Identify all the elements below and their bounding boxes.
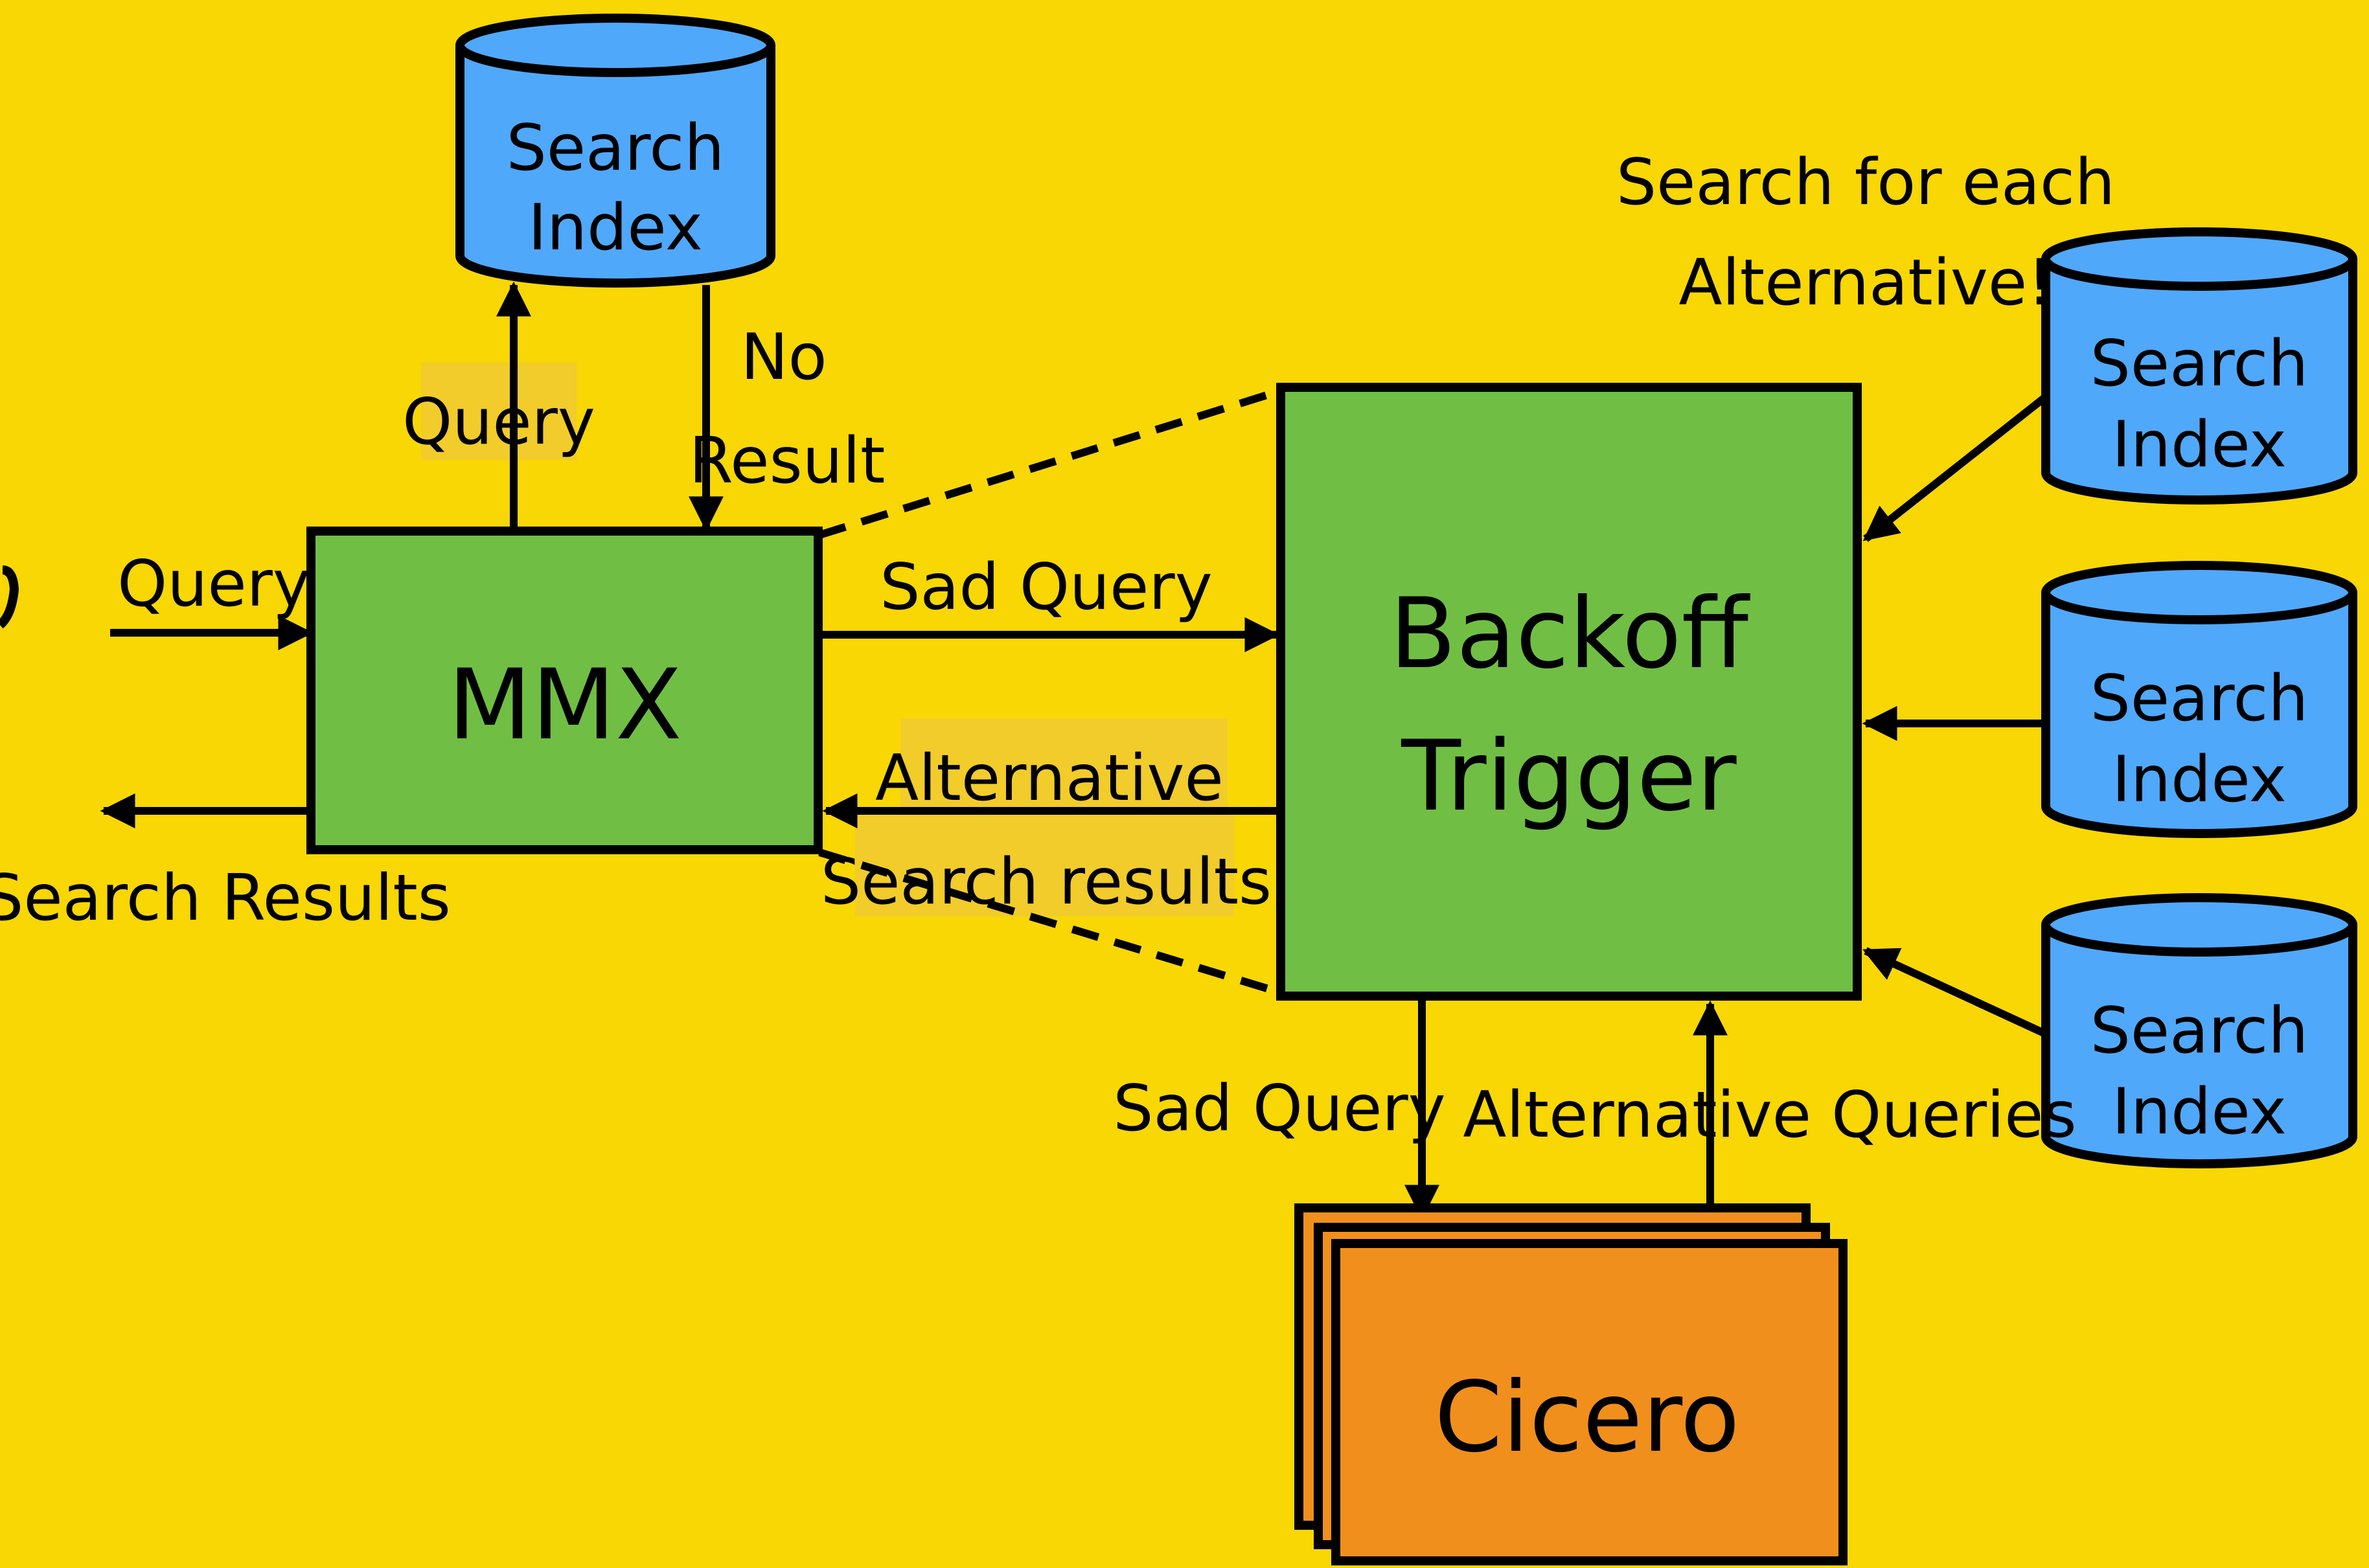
search-index-right-1-line1: Search xyxy=(2090,327,2309,401)
search-index-right-3-line1: Search xyxy=(2090,994,2309,1068)
label-alt-search-results: Search results xyxy=(821,845,1272,919)
alternative-label-highlight xyxy=(900,719,1228,816)
label-sad-query-to-cicero: Sad Query xyxy=(1113,1072,1445,1146)
zoom-line-bottom xyxy=(818,848,1281,996)
backoff-label-line1: Backoff xyxy=(1390,578,1751,690)
backoff-label-line2: Trigger xyxy=(1401,720,1737,833)
search-index-right-3-line2: Index xyxy=(2112,1075,2287,1149)
zoom-line-top xyxy=(818,387,1281,539)
arrow-index-3-to-backoff xyxy=(1862,947,2046,1037)
label-query-in: Query xyxy=(117,547,310,621)
query-label-highlight xyxy=(421,363,577,460)
search-index-right-2-line1: Search xyxy=(2090,662,2309,736)
backoff-trigger-box xyxy=(1276,383,1862,1001)
search-index-right-2: Search Index xyxy=(2041,561,2357,838)
edge-glyph xyxy=(0,565,19,629)
search-index-right-3: Search Index xyxy=(2041,893,2357,1168)
label-sad-query-to-backoff: Sad Query xyxy=(880,551,1212,624)
label-query-to-index: Query xyxy=(402,385,595,459)
search-index-right-1-line2: Index xyxy=(2112,408,2287,482)
label-search-results-out: Search Results xyxy=(0,861,451,935)
arrow-index-1-to-backoff xyxy=(1862,395,2046,542)
cicero-label: Cicero xyxy=(1434,1361,1739,1474)
label-alternative: Alternative xyxy=(875,742,1224,815)
search-index-right-1: Search Index xyxy=(2041,227,2357,505)
search-index-top: Search Index xyxy=(455,14,775,288)
search-results-label-highlight xyxy=(855,816,1234,916)
label-alternative-queries: Alternative Queries xyxy=(1463,1078,2076,1152)
label-no-result-line1: No xyxy=(740,321,827,394)
mmx-label: MMX xyxy=(448,649,682,762)
search-index-top-line1: Search xyxy=(507,111,725,185)
cicero-box-front xyxy=(1331,1239,1848,1565)
label-no-result-line2: Result xyxy=(689,424,886,498)
label-search-each-line1: Search for each xyxy=(1616,146,2115,220)
label-search-each-line2: Alternative! xyxy=(1679,246,2053,320)
search-index-right-2-line2: Index xyxy=(2112,743,2287,817)
mmx-box xyxy=(306,527,823,854)
search-index-top-line2: Index xyxy=(528,191,703,265)
